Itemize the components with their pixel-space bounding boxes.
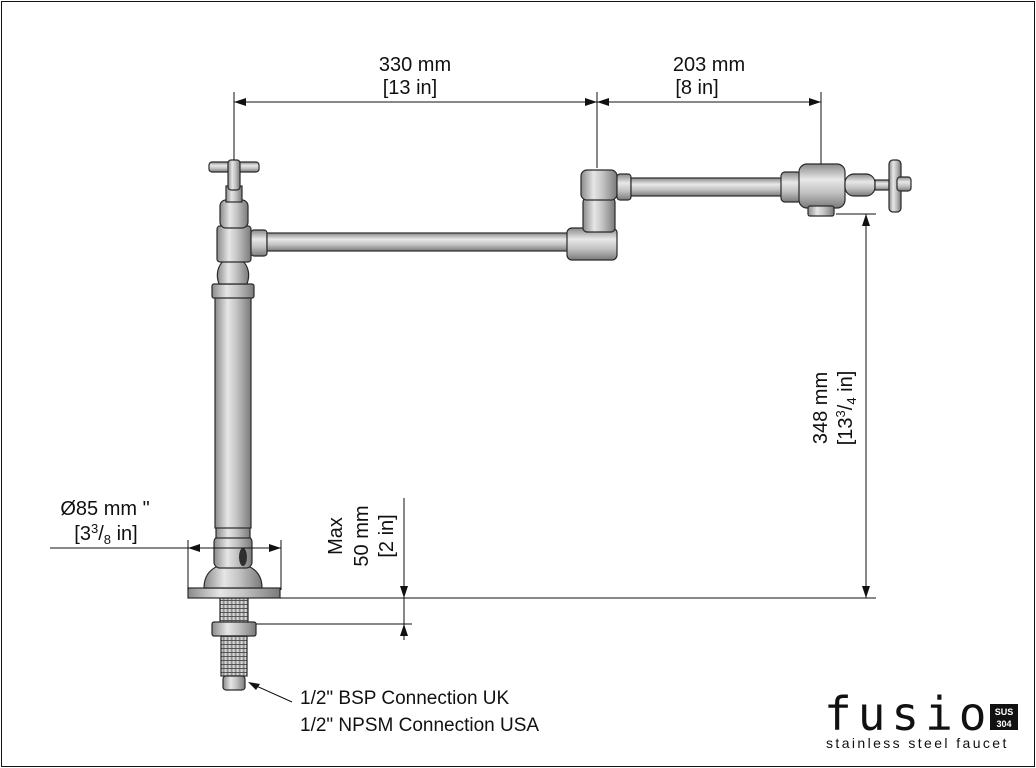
arm-1-coupling bbox=[250, 229, 268, 257]
swivel-joint-middle bbox=[582, 197, 616, 233]
swivel-joint-lower bbox=[216, 225, 252, 263]
badge-top: SUS bbox=[995, 707, 1014, 717]
mounting-nut bbox=[211, 621, 257, 637]
logo-tagline: stainless steel faucet bbox=[826, 735, 1009, 751]
dim-deck-max: Max bbox=[325, 517, 347, 555]
connection-usa: 1/2" NPSM Connection USA bbox=[300, 715, 539, 736]
dim-203-in: [8 in] bbox=[675, 77, 718, 99]
logo-brand: fusion bbox=[824, 687, 1026, 741]
connection-leader bbox=[251, 683, 293, 703]
dim-deck-in: [2 in] bbox=[376, 514, 398, 557]
arm-1 bbox=[266, 232, 572, 252]
dim-330-in: [13 in] bbox=[383, 77, 437, 99]
dim-330-mm: 330 mm bbox=[379, 54, 451, 76]
spout-valve-body bbox=[798, 163, 846, 209]
column bbox=[214, 295, 252, 529]
spout-collar bbox=[780, 171, 802, 203]
column-top-ring bbox=[211, 283, 255, 299]
threaded-shank-lower bbox=[220, 635, 248, 677]
spout-stem bbox=[874, 179, 890, 191]
fusion-logo: fusion SUS 304 stainless steel faucet bbox=[824, 687, 1026, 751]
connection-uk: 1/2" BSP Connection UK bbox=[300, 688, 510, 709]
dim-348-mm: 348 mm bbox=[810, 372, 832, 444]
badge-bottom: 304 bbox=[996, 719, 1011, 729]
arm-2 bbox=[630, 177, 784, 197]
column-top-collar bbox=[216, 259, 250, 285]
dimension-lines bbox=[50, 92, 876, 703]
shank-tip bbox=[222, 675, 246, 691]
faucet-body bbox=[187, 159, 912, 691]
dim-348-in: [133/4 in] bbox=[833, 371, 859, 446]
spout-bonnet bbox=[844, 173, 876, 197]
valve-body bbox=[219, 199, 249, 229]
base-dome bbox=[203, 565, 263, 589]
spout-outlet bbox=[807, 205, 835, 217]
dim-diameter-mm: Ø85 mm " bbox=[60, 498, 149, 520]
cross-handle-hub bbox=[227, 159, 241, 191]
spout-handle-knob bbox=[896, 176, 912, 192]
dim-diameter-in: [33/8 in] bbox=[74, 521, 137, 547]
dim-203-mm: 203 mm bbox=[673, 54, 745, 76]
dim-deck-mm: 50 mm bbox=[351, 505, 373, 566]
dimension-labels: 330 mm [13 in] 203 mm [8 in] 348 mm [133… bbox=[60, 54, 859, 736]
sus304-badge bbox=[990, 704, 1018, 730]
arm-2-coupling bbox=[616, 173, 632, 201]
base-collar-detail bbox=[239, 548, 247, 566]
swivel-joint-upper bbox=[580, 169, 618, 201]
elbow-joint bbox=[566, 227, 618, 261]
base-flange bbox=[187, 587, 281, 599]
